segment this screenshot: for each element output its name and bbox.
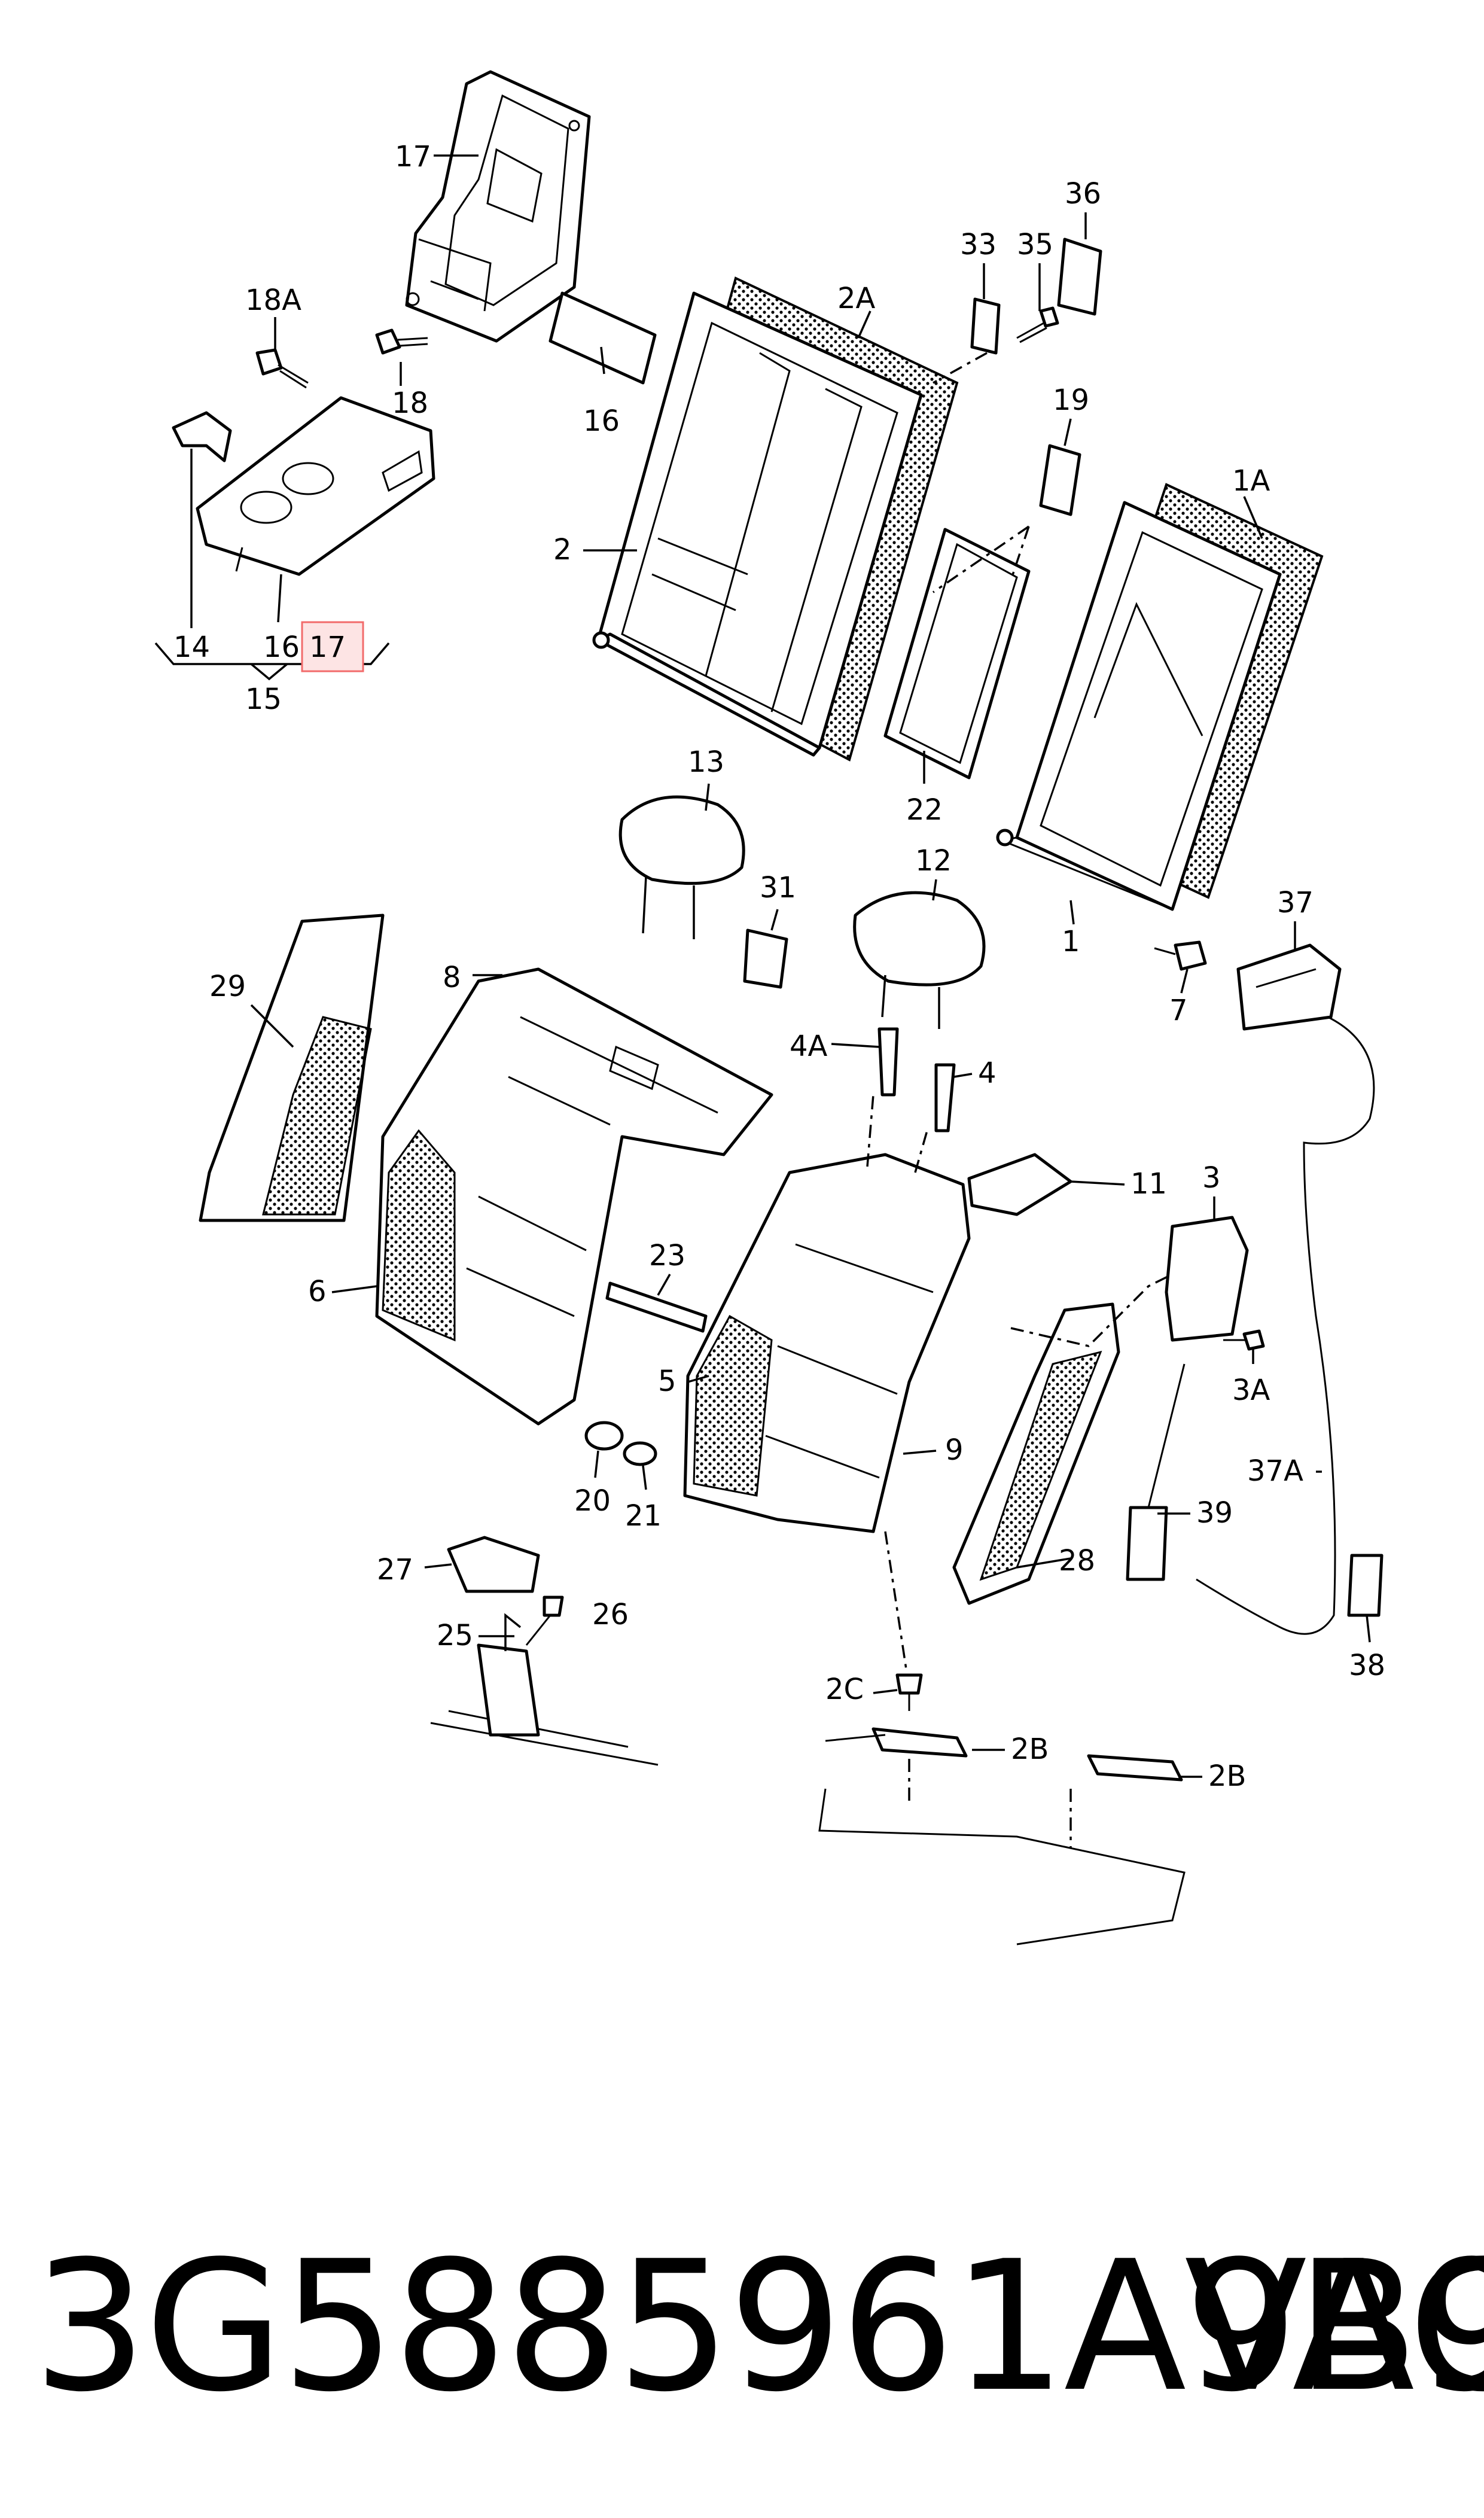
callout-6: 6: [308, 1275, 327, 1308]
callout-39: 39: [1196, 1496, 1233, 1530]
headrest-13: [618, 795, 745, 939]
armrest-cushion: [548, 291, 657, 385]
actuator-39: [1126, 1363, 1186, 1581]
callout-2: 2: [553, 533, 572, 567]
callout-1: 1: [1062, 925, 1080, 958]
callout-27: 27: [377, 1553, 413, 1587]
callout-14: 14: [173, 631, 210, 664]
bracket-33: [970, 297, 1001, 355]
guide-4: [934, 1063, 956, 1132]
strip-23: [605, 1281, 708, 1333]
callout-29: 29: [209, 970, 246, 1003]
callout-labels: 17 18A 18 16 2A 14 16 17 15 2 33 35 36 1…: [173, 140, 1385, 1793]
callout-28: 28: [1059, 1544, 1095, 1578]
grommet-20: [584, 1421, 624, 1451]
callout-23: 23: [649, 1239, 685, 1272]
callout-17-top: 17: [395, 140, 431, 173]
cap-36: [1057, 238, 1102, 316]
callout-18a: 18A: [245, 284, 301, 317]
armrest-tray: [196, 396, 435, 576]
callout-2b-right: 2B: [1208, 1759, 1246, 1793]
callout-17-highlight: 17: [309, 631, 346, 664]
backrest-frame-left: [592, 276, 959, 762]
clip-31: [743, 928, 788, 989]
clip-21: [623, 1441, 657, 1466]
footer: 3G5885961A9B9 VAG: [0, 2213, 1484, 2441]
clip-38: [1347, 1554, 1384, 1617]
callout-26: 26: [592, 1598, 629, 1631]
bolt-7: [1154, 940, 1207, 971]
callout-16-bottom: 16: [263, 631, 300, 664]
callout-13: 13: [688, 745, 724, 779]
screw-35: [1016, 306, 1059, 343]
callout-8: 8: [443, 961, 461, 994]
bracket-3: [1165, 1216, 1249, 1342]
part-number: 3G5885961A9B9: [33, 2222, 1484, 2431]
callout-9: 9: [945, 1433, 964, 1467]
callout-4: 4: [978, 1056, 997, 1090]
callout-2c: 2C: [825, 1673, 864, 1706]
side-bolster-29: [199, 914, 385, 1222]
callout-21: 21: [625, 1499, 662, 1533]
assembly-lines: [866, 352, 1173, 1849]
callout-2a: 2A: [837, 282, 876, 315]
callout-1a: 1A: [1232, 464, 1270, 498]
callout-37a: 37A: [1247, 1454, 1303, 1488]
backrest-frame-right: [996, 483, 1324, 911]
bracket-2b-right: [1087, 1754, 1183, 1782]
callout-38: 38: [1349, 1649, 1385, 1682]
backrest-cover-6: [375, 967, 773, 1426]
clip-14: [172, 411, 232, 462]
callout-2b-left: 2B: [1011, 1733, 1049, 1766]
callout-20: 20: [574, 1484, 611, 1518]
callout-11: 11: [1130, 1167, 1167, 1201]
headrest-12: [853, 891, 986, 1029]
armrest-frame: [405, 70, 591, 343]
bracket-2b-left: [871, 1727, 968, 1758]
screw-3a: [1223, 1329, 1265, 1351]
callout-15: 15: [245, 683, 282, 716]
bolt-18: [375, 328, 428, 355]
bolt-18a: [255, 348, 309, 389]
callout-4a: 4A: [790, 1030, 828, 1063]
callout-12: 12: [915, 844, 952, 878]
leader-lines: [154, 154, 1371, 1778]
callout-16-top: 16: [583, 404, 620, 438]
callout-5: 5: [658, 1365, 677, 1398]
panel-22: [883, 528, 1031, 780]
side-bolster-28: [952, 1302, 1120, 1605]
callout-33: 33: [960, 228, 997, 261]
screw-26: [525, 1596, 564, 1646]
callout-37: 37: [1277, 886, 1314, 919]
callout-18: 18: [392, 386, 428, 420]
floor-panel: [818, 1734, 1186, 1945]
hinge-27: [430, 1536, 659, 1766]
guide-4a: [877, 1027, 899, 1097]
callout-35: 35: [1017, 228, 1053, 261]
bolt-2c: [895, 1673, 923, 1711]
pad-11: [967, 1153, 1072, 1216]
cable-37a: [1196, 1016, 1375, 1635]
callout-19: 19: [1053, 383, 1089, 417]
backrest-cover-5: [683, 1153, 971, 1533]
callout-25: 25: [437, 1619, 473, 1652]
callout-3: 3: [1202, 1161, 1221, 1195]
callout-7: 7: [1169, 994, 1188, 1027]
lock-37: [1236, 943, 1342, 1031]
highlight-box: [301, 621, 364, 672]
callout-3a: 3A: [1232, 1374, 1270, 1407]
callout-31: 31: [760, 871, 796, 905]
brand-label: VAG: [1184, 2222, 1484, 2431]
callout-36: 36: [1065, 177, 1101, 211]
clip-19: [1039, 444, 1081, 516]
callout-22: 22: [906, 793, 943, 827]
